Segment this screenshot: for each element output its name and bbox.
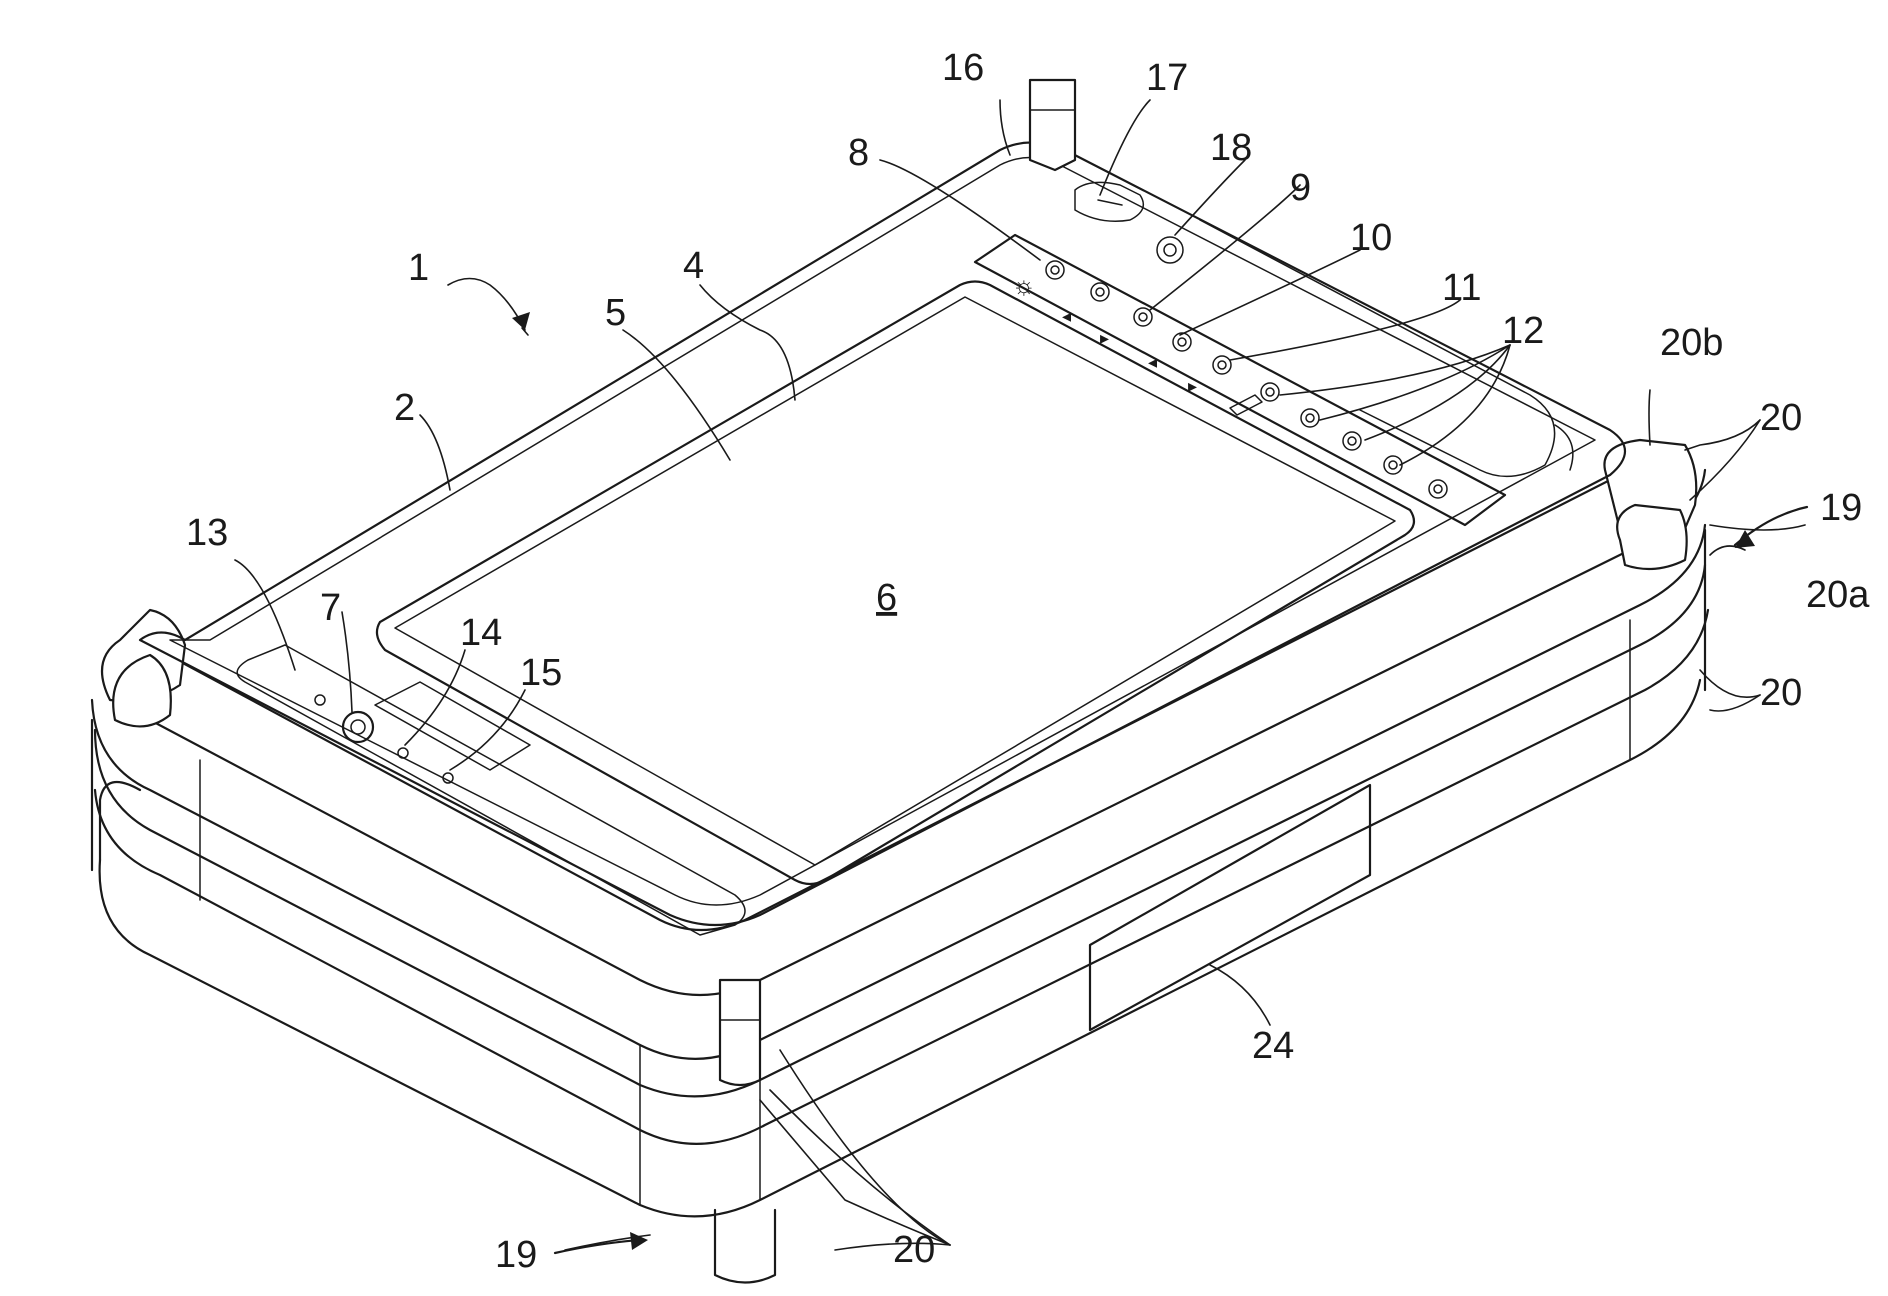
label-13: 13	[186, 512, 228, 554]
stylus-front	[720, 980, 760, 1085]
label-15: 15	[520, 652, 562, 694]
label-20-right-top: 20	[1760, 397, 1802, 439]
label-24: 24	[1252, 1025, 1294, 1067]
reference-numerals: 1 2 4 5 6 7 8 9 10 11 12 13 14 15 16 17 …	[186, 47, 1870, 1276]
label-10: 10	[1350, 217, 1392, 259]
label-2: 2	[394, 387, 415, 429]
label-14: 14	[460, 612, 502, 654]
label-20a: 20a	[1806, 574, 1870, 616]
label-20b: 20b	[1660, 322, 1723, 364]
label-12: 12	[1502, 310, 1544, 352]
label-19-bottom: 19	[495, 1234, 537, 1276]
label-18: 18	[1210, 127, 1252, 169]
housing-lower-layers	[92, 525, 1708, 1283]
label-19-right: 19	[1820, 487, 1862, 529]
label-7: 7	[320, 587, 341, 629]
triangle-left-icon: ◂	[1062, 306, 1071, 326]
triangle-right-icon: ▸	[1188, 376, 1197, 396]
label-5: 5	[605, 292, 626, 334]
label-1: 1	[408, 247, 429, 289]
label-4: 4	[683, 245, 704, 287]
label-20-bottom: 20	[893, 1229, 935, 1271]
keypad-panel: ☼ ◂ ▸ ◂ ▸	[975, 235, 1505, 525]
triangle-left-icon: ◂	[1148, 352, 1157, 372]
label-16: 16	[942, 47, 984, 89]
housing-top-face	[140, 143, 1625, 926]
top-recesses	[1075, 182, 1573, 476]
label-11: 11	[1442, 267, 1481, 309]
label-20-right-mid: 20	[1760, 672, 1802, 714]
triangle-right-icon: ▸	[1100, 328, 1109, 348]
label-9: 9	[1290, 167, 1311, 209]
label-8: 8	[848, 132, 869, 174]
housing-upper-edge	[102, 440, 1705, 995]
sun-icon: ☼	[1012, 270, 1036, 300]
label-17: 17	[1146, 57, 1188, 99]
label-6: 6	[876, 577, 897, 619]
stylus-top	[1030, 80, 1075, 170]
